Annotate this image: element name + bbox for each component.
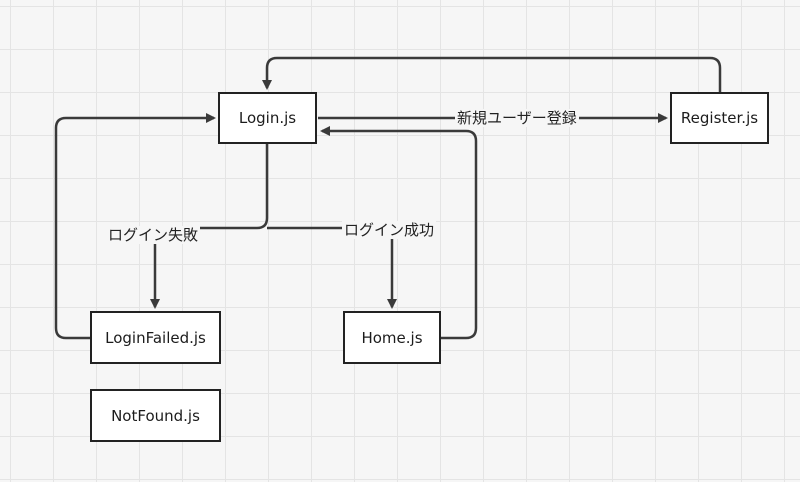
node-login-failed-label: LoginFailed.js bbox=[105, 328, 206, 347]
node-login-failed[interactable]: LoginFailed.js bbox=[90, 311, 221, 364]
edge-home-to-login bbox=[320, 126, 478, 340]
node-login-label: Login.js bbox=[238, 109, 297, 127]
edge-loginfailed-to-login bbox=[54, 113, 216, 340]
edge-login-to-home bbox=[267, 226, 397, 309]
node-not-found[interactable]: NotFound.js bbox=[90, 389, 221, 442]
edge-label-new-user-registration: 新規ユーザー登録 bbox=[455, 109, 579, 127]
node-not-found-label: NotFound.js bbox=[111, 406, 200, 425]
node-register[interactable]: Register.js bbox=[670, 92, 769, 144]
edge-label-login-success: ログイン成功 bbox=[342, 221, 437, 239]
edge-register-to-login bbox=[262, 56, 722, 92]
node-register-label: Register.js bbox=[680, 109, 759, 127]
edge-label-login-failure: ログイン失敗 bbox=[106, 226, 201, 244]
node-login[interactable]: Login.js bbox=[218, 92, 317, 144]
node-home[interactable]: Home.js bbox=[343, 311, 441, 364]
node-home-label: Home.js bbox=[361, 328, 423, 347]
